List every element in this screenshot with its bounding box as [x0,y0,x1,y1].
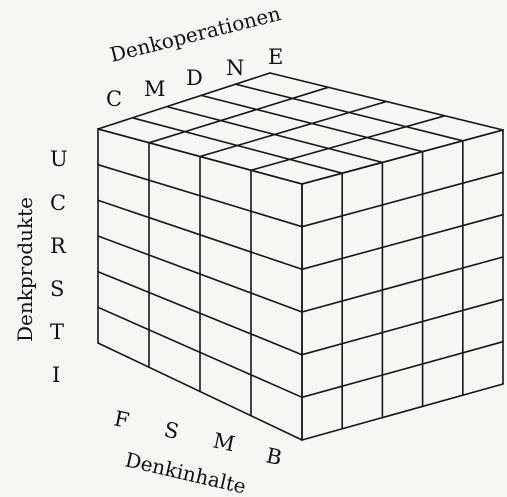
left-axis-letter-t: T [50,320,64,344]
top-axis-letter-e: E [268,45,283,69]
right-face-horizontal-line-32 [301,256,504,313]
top-face-width-line-20 [200,94,424,153]
front-face-horizontal-line-7 [97,199,303,271]
right-face-horizontal-line-30 [301,171,504,228]
top-face-depth-line-15 [250,115,446,172]
bottom-axis-letter-b: B [264,443,284,470]
top-axis-letter-d: D [186,66,203,90]
top-axis-title: Denkoperationen [107,1,283,67]
left-axis-title: Denkprodukte [13,197,37,342]
front-face-horizontal-line-10 [97,306,303,399]
top-face-width-line-18 [131,117,344,174]
left-axis-letter-u: U [50,147,68,171]
left-axis-letter-c: C [50,191,66,215]
top-face-depth-line-12 [97,72,271,130]
top-face-depth-line-13 [148,86,330,144]
top-axis-letter-n: N [226,56,244,80]
front-face-horizontal-line-11 [97,342,303,441]
right-face-horizontal-line-35 [301,383,504,441]
right-face-horizontal-line-34 [301,340,504,399]
left-axis-letter-s: S [50,277,64,301]
front-face-horizontal-line-9 [97,270,303,356]
front-face-horizontal-line-6 [97,163,303,228]
bottom-axis-letter-m: M [211,428,237,456]
cube-grid [97,72,504,441]
front-face-horizontal-line-8 [97,235,303,313]
top-axis-letter-m: M [144,77,166,101]
bottom-axis-letter-f: F [112,406,131,433]
top-face-width-line-17 [97,128,303,185]
top-face-width-line-19 [166,105,384,164]
top-axis-letter-c: C [106,87,122,111]
top-face-width-line-21 [234,83,464,142]
top-face-depth-line-14 [199,100,388,158]
right-face-horizontal-line-33 [301,298,504,356]
right-face-horizontal-line-29 [301,129,504,185]
left-axis-letter-r: R [50,234,67,258]
right-face-horizontal-line-31 [301,213,504,271]
top-face-width-line-22 [269,72,504,131]
left-axis-letter-i: I [52,363,60,387]
bottom-axis-letter-s: S [162,417,181,443]
